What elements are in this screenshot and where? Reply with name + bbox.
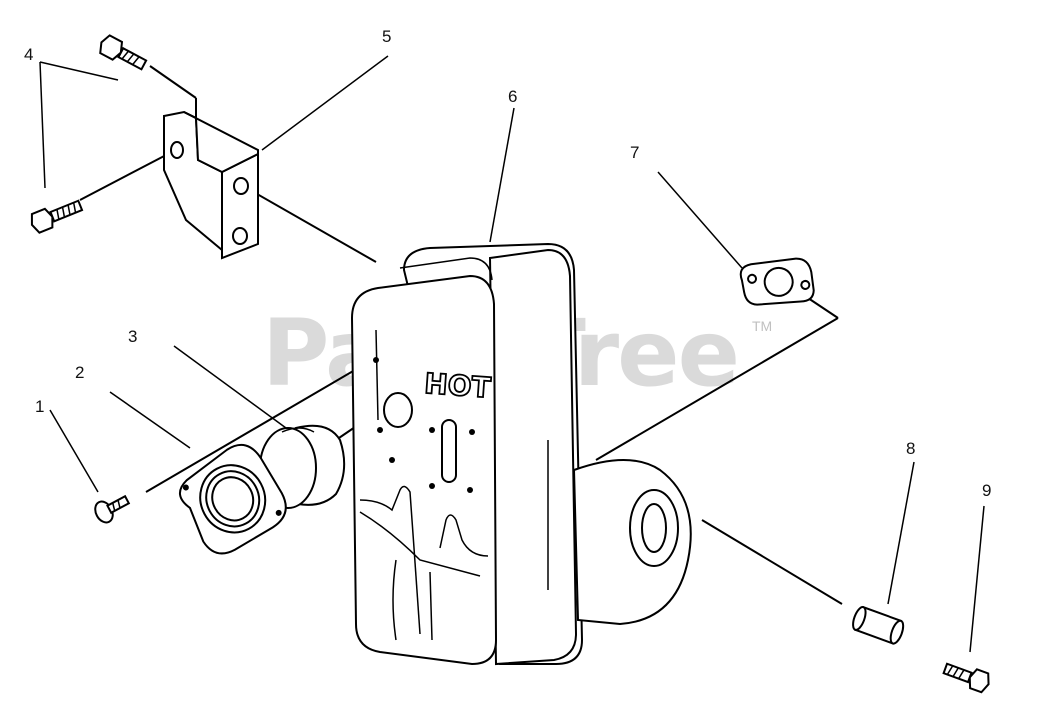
callout-8: 8 bbox=[906, 439, 916, 458]
trademark-symbol: TM bbox=[752, 318, 773, 334]
hot-warning-label: HOT bbox=[423, 367, 491, 405]
exhaust-flange bbox=[179, 443, 287, 555]
callout-5: 5 bbox=[382, 27, 392, 46]
screw bbox=[94, 494, 131, 524]
callout-3: 3 bbox=[128, 327, 138, 346]
leader-lines bbox=[39, 55, 985, 653]
spacer-sleeve bbox=[852, 605, 905, 645]
callout-1: 1 bbox=[35, 397, 45, 416]
callout-9: 9 bbox=[982, 481, 992, 500]
callout-7: 7 bbox=[630, 143, 640, 162]
mounting-bracket bbox=[163, 110, 259, 260]
muffler: HOT bbox=[350, 242, 692, 666]
exhaust-gasket bbox=[739, 257, 815, 306]
bolt-lower bbox=[30, 199, 84, 234]
callout-2: 2 bbox=[75, 363, 85, 382]
callout-6: 6 bbox=[508, 87, 518, 106]
callout-4: 4 bbox=[24, 45, 34, 64]
bolt bbox=[942, 662, 990, 694]
bolt-upper bbox=[99, 34, 148, 71]
